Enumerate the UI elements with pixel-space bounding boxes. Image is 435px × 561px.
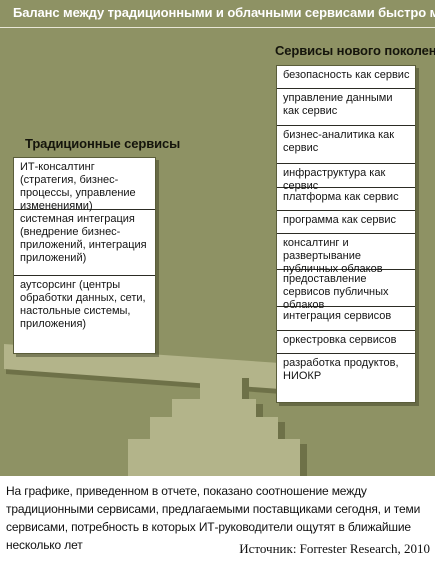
diagram-panel: Баланс между традиционными и облачными с… — [0, 0, 435, 476]
next-gen-item: бизнес-аналитика как сервис — [277, 126, 415, 164]
next-gen-item: консалтинг и развертывание публичных обл… — [277, 234, 415, 275]
traditional-item: ИТ-консалтинг (стратегия, бизнес-процесс… — [14, 158, 155, 212]
next-gen-item: интеграция сервисов — [277, 307, 415, 331]
scale-stand — [128, 373, 300, 476]
next-gen-item: инфраструктура как сервис — [277, 164, 415, 192]
next-gen-heading: Сервисы нового поколения — [275, 43, 435, 58]
diagram-title: Баланс между традиционными и облачными с… — [0, 0, 435, 28]
next-gen-item: программа как сервис — [277, 211, 415, 234]
traditional-heading: Традиционные сервисы — [25, 136, 181, 151]
next-gen-services-card: безопасность как сервис управление данны… — [276, 65, 416, 403]
traditional-item: аутсорсинг (центры обработки данных, сет… — [20, 279, 146, 330]
next-gen-item: управление данными как сервис — [277, 89, 415, 126]
next-gen-item: платформа как сервис — [277, 188, 415, 211]
next-gen-item: оркестровка сервисов — [277, 331, 415, 354]
next-gen-item: предоставление сервисов публичных облако… — [277, 270, 415, 311]
traditional-item: системная интеграция (внедрение бизнес-п… — [14, 210, 155, 276]
traditional-services-card: ИТ-консалтинг (стратегия, бизнес-процесс… — [13, 157, 156, 354]
next-gen-item: безопасность как сервис — [277, 66, 415, 89]
next-gen-item: разработка продуктов, НИОКР — [283, 357, 399, 382]
caption-text: На графике, приведенном в отчете, показа… — [6, 484, 421, 552]
source-credit: Источник: Forrester Research, 2010 — [239, 541, 430, 556]
